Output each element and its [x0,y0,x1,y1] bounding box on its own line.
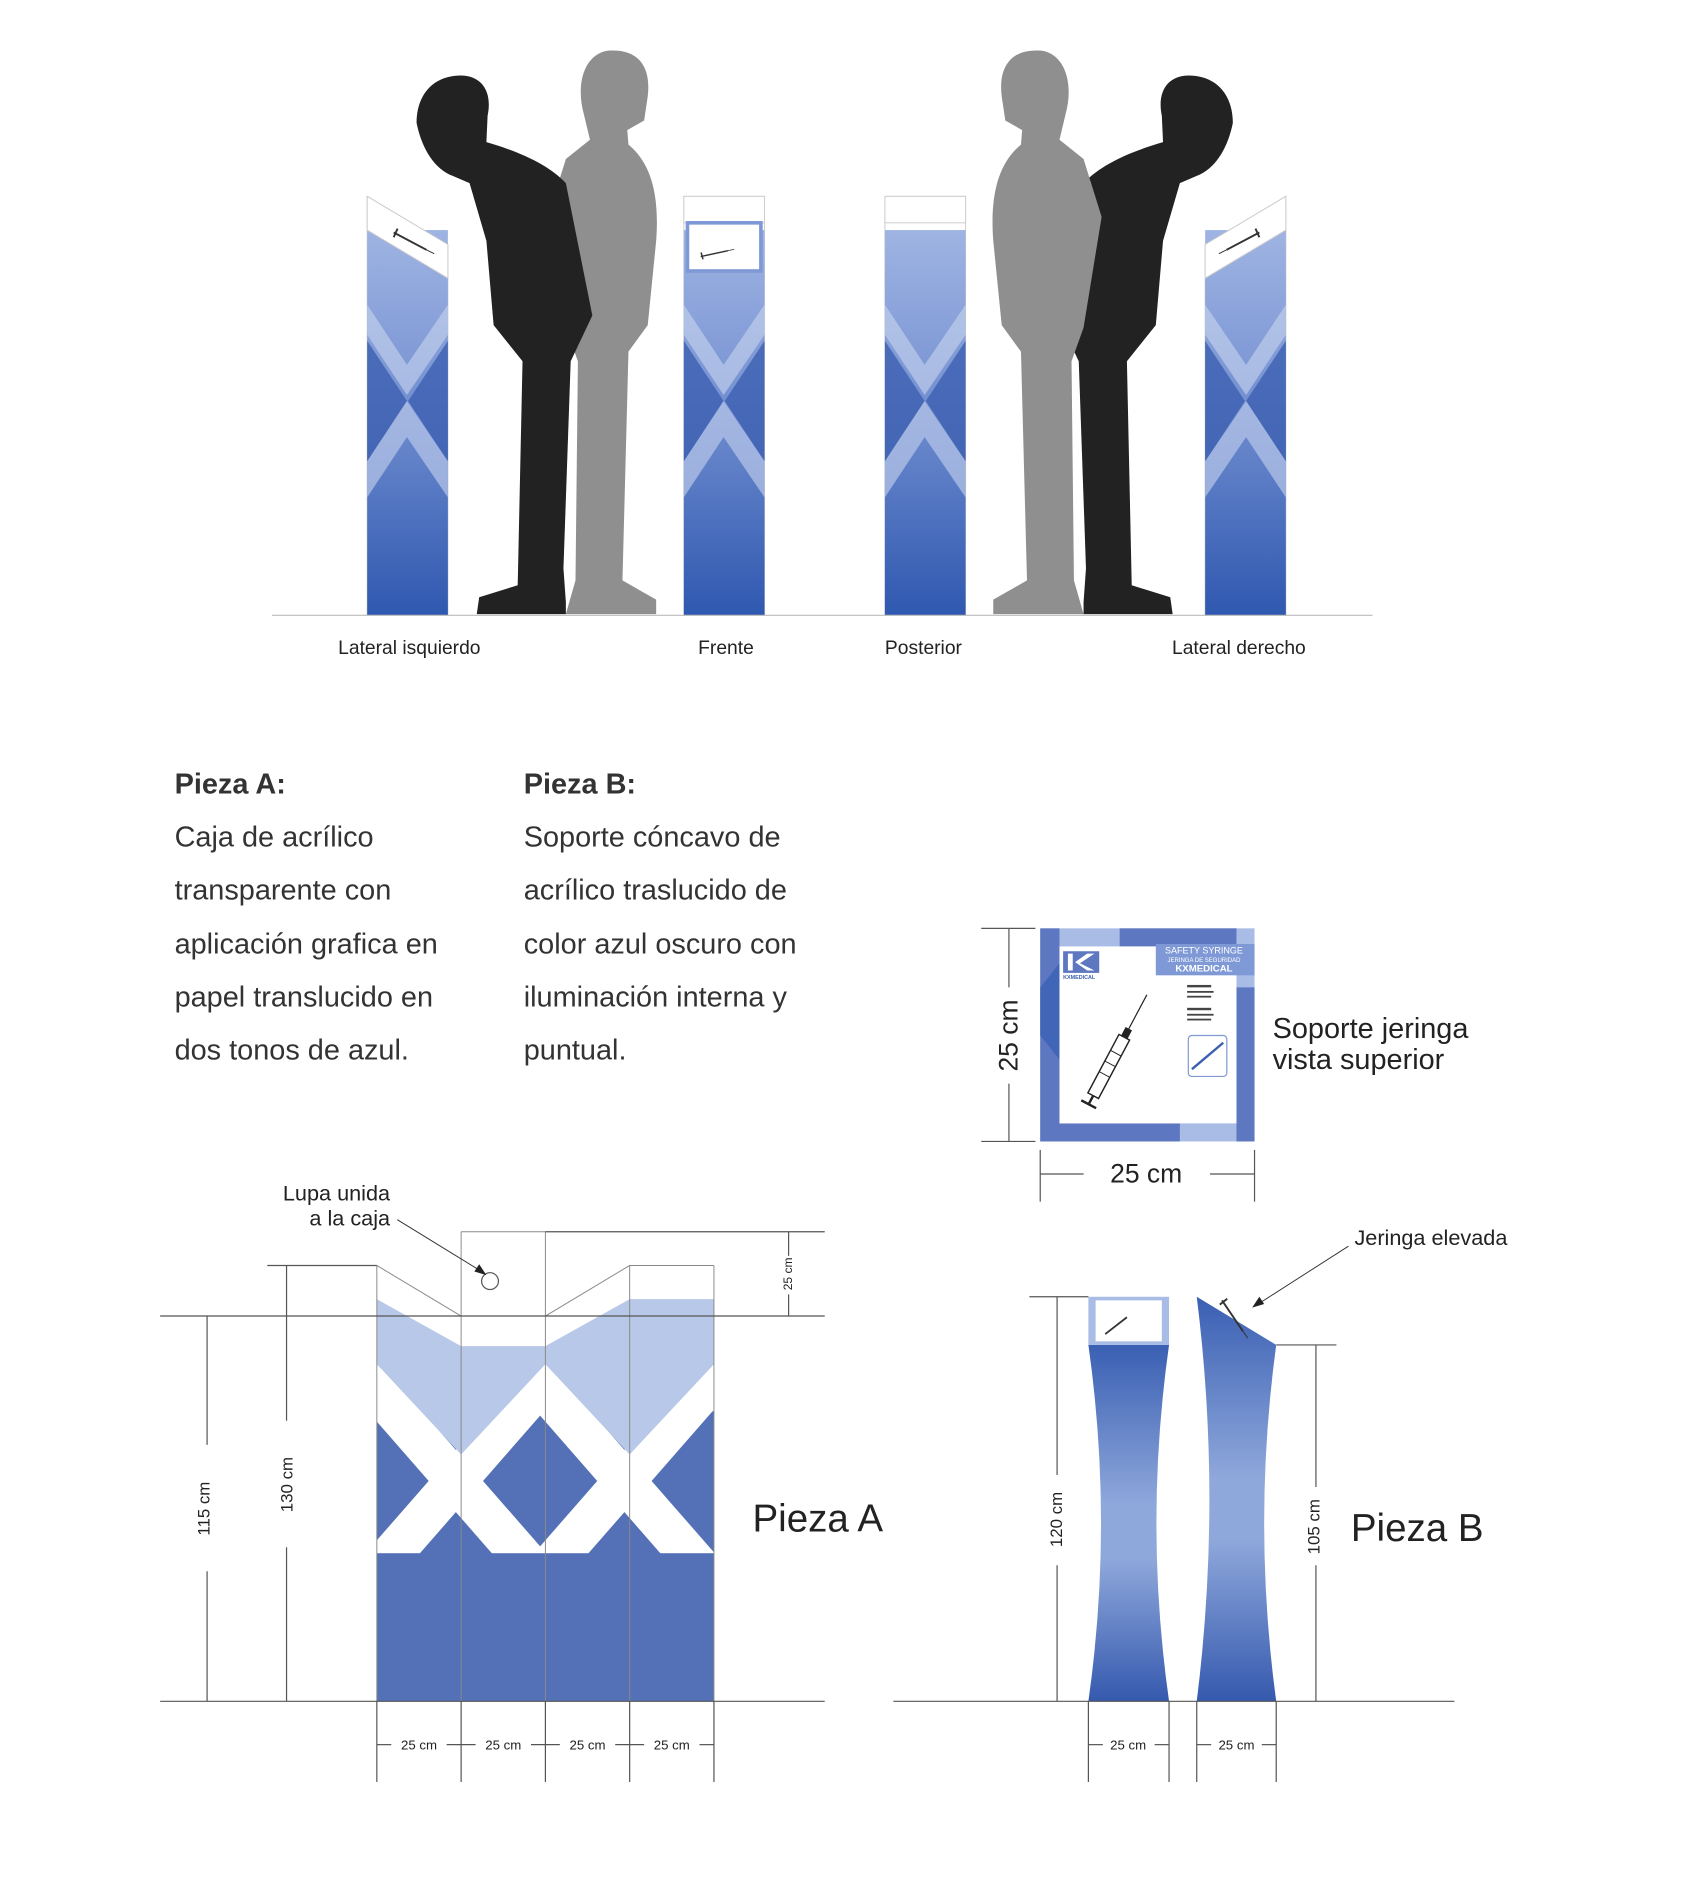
view-label-back: Posterior [885,638,963,659]
top-view-width-dim: 25 cm [1110,1158,1182,1188]
logo-text: KXMEDICAL [1063,975,1096,981]
piece-a-label: Pieza A [752,1498,883,1541]
syringe-holder-top-view: SAFETY SYRINGE JERINGA DE SEGURIDAD KXME… [981,927,1470,1202]
person-silhouette-grey [547,50,657,615]
piece-a-line: dos tonos de azul. [175,1035,409,1067]
person-silhouette-dark [1057,75,1233,615]
dim-130cm: 130 cm [278,1457,297,1512]
piece-b-line: puntual. [524,1035,627,1067]
concave-support-side [1196,1296,1277,1702]
totem-back [884,195,967,616]
syringe-elevated-note: Jeringa elevada [1354,1225,1508,1250]
piece-a-line: papel translucido en [175,982,433,1014]
loupe-note-line2: a la caja [309,1206,391,1231]
top-view-height-dim: 25 cm [993,999,1023,1071]
width-dim: 25 cm [485,1737,521,1752]
dim-top-25cm: 25 cm [781,1258,795,1291]
elevation-views: Lateral isquierdo Frente Posterior Later… [272,50,1373,659]
loupe-note-line1: Lupa unida [283,1180,391,1205]
piece-b-line: Soporte cóncavo de [524,821,781,853]
totem-right-lateral [1204,195,1287,616]
brand-line-1: SAFETY SYRINGE [1165,946,1243,956]
dim-115cm: 115 cm [194,1482,213,1536]
brand-line-3: KXMEDICAL [1175,964,1232,975]
loupe-arrow [397,1219,482,1272]
person-silhouette-grey [992,50,1102,615]
brand-line-2: JERINGA DE SEGURIDAD [1167,958,1241,964]
piece-b-line: acrílico traslucido de [524,874,787,906]
syringe-illustration [1080,994,1148,1110]
view-label-front: Frente [698,638,754,659]
piece-a-line: aplicación grafica en [175,929,438,961]
totem-front [683,195,765,616]
top-view-label-line1: Soporte jeringa [1273,1013,1470,1045]
top-view-label-line2: vista superior [1273,1044,1445,1076]
piece-b-description: Pieza B: Soporte cóncavo de acrílico tra… [524,769,797,1067]
piece-b-line: iluminación interna y [524,982,788,1014]
kx-logo: KXMEDICAL [1063,951,1100,981]
piece-b-title: Pieza B: [524,769,636,801]
concave-support-front [1088,1344,1170,1702]
piece-b-drawing: 120 cm 105 cm 25 cm 25 cm Jeringa elevad… [893,1225,1508,1782]
width-dim: 25 cm [1110,1737,1146,1752]
loupe-icon [480,1272,500,1291]
silhouettes-left [416,50,657,615]
width-dim: 25 cm [654,1737,690,1752]
piece-a-description: Pieza A: Caja de acrílico transparente c… [175,769,438,1067]
piece-b-line: color azul oscuro con [524,929,797,961]
syringe-note-arrow [1257,1245,1349,1305]
width-dim: 25 cm [1218,1737,1254,1752]
person-silhouette-dark [416,75,593,615]
silhouettes-right [992,50,1233,615]
dim-105cm: 105 cm [1305,1499,1324,1554]
view-label-left: Lateral isquierdo [338,638,480,659]
piece-a-drawing: 25 cm 115 cm 130 cm 25 cm 25 cm 25 cm 25… [160,1180,883,1782]
view-label-right: Lateral derecho [1172,638,1306,659]
width-dim: 25 cm [570,1737,606,1752]
totem-left-lateral [366,195,449,616]
piece-a-line: Caja de acrílico [175,821,374,853]
width-dim: 25 cm [401,1737,437,1752]
piece-a-title: Pieza A: [175,769,286,801]
dim-120cm: 120 cm [1047,1492,1066,1547]
piece-b-label: Pieza B [1351,1507,1484,1550]
piece-a-line: transparente con [175,874,392,906]
